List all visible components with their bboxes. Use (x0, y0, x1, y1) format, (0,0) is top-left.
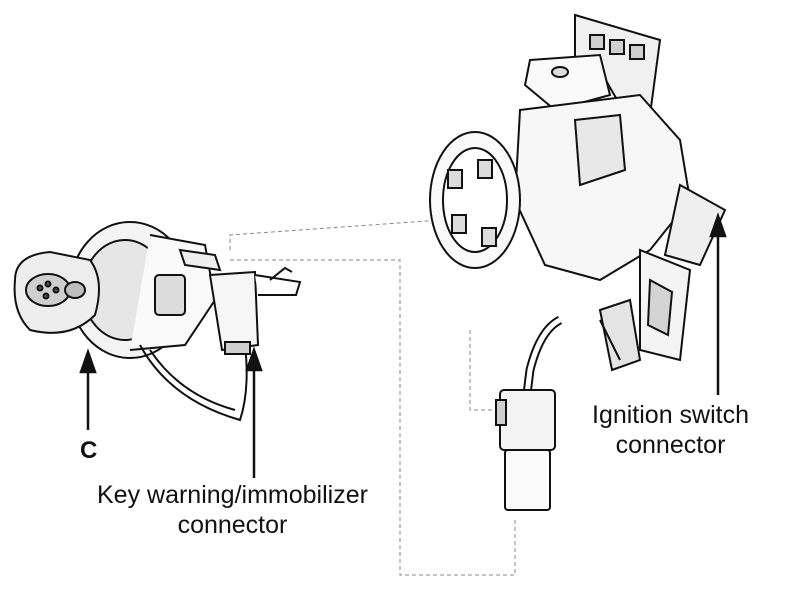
ignition-label-line2: connector (615, 431, 726, 459)
ignition-switch-connector-label: Ignition switch connector (592, 400, 749, 460)
callout-arrows (79, 212, 727, 478)
callout-label-c: C (80, 437, 98, 464)
alignment-guides (229, 219, 516, 576)
key-cylinder-assembly (13, 221, 302, 422)
ignition-label-line1: Ignition switch (592, 401, 750, 429)
key-warning-label-line1: Key warning/immobilizer (97, 481, 368, 509)
ignition-switch-assembly (429, 13, 727, 511)
key-warning-connector-label: Key warning/immobilizer connector (97, 480, 368, 540)
key-warning-label-line2: connector (177, 511, 288, 539)
